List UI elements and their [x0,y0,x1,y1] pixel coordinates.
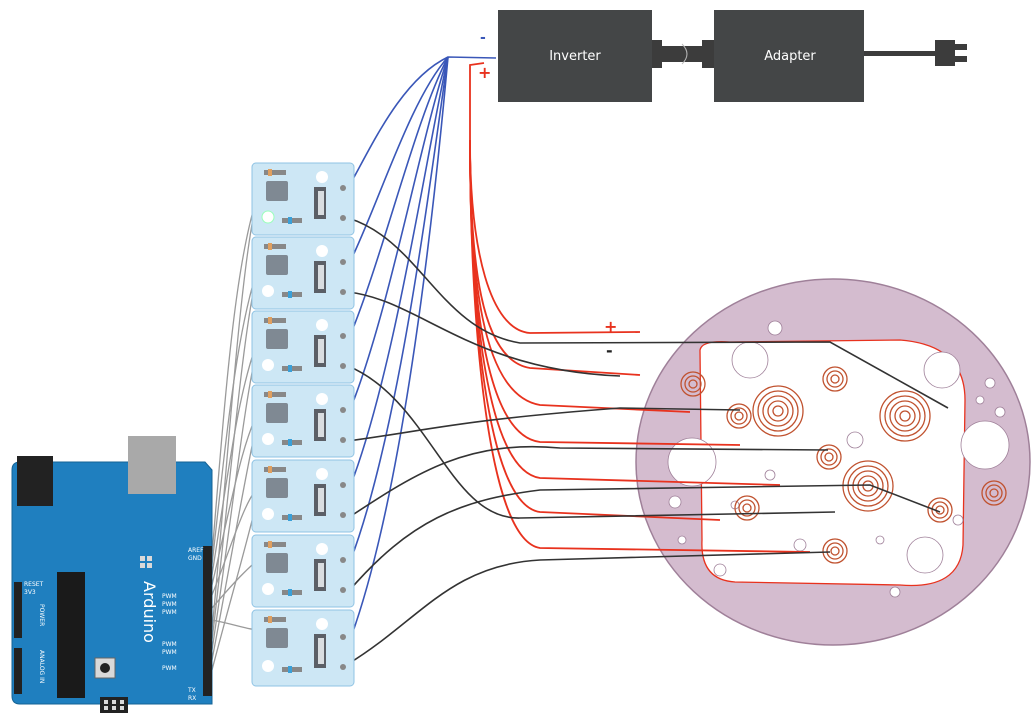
plug [935,40,955,66]
inverter-label: Inverter [549,49,601,64]
analog-in-label: ANALOG IN [38,650,45,683]
pwm-label: PWM [162,665,177,672]
pwm-label: PWM [162,641,177,648]
v33-label: 3V3 [24,589,36,596]
power-supply: Inverter Adapter - + [478,10,967,102]
relay-module [251,384,355,458]
relay-module [251,609,355,687]
positive-sign: + [478,63,491,82]
negative-sign: - [480,30,486,46]
heater-disc [635,278,1031,646]
pwm-label: PWM [162,601,177,608]
usb-port [128,436,176,494]
power-jack [17,456,53,506]
adapter [714,10,864,102]
pwm-label: PWM [162,593,177,600]
load-positive-sign: + [604,317,617,336]
negative-wires [347,56,497,641]
rx-label: RX [188,695,196,702]
relay-module [251,534,355,608]
relay-module [251,236,355,310]
gnd-label: GND [188,555,202,562]
reset-label: RESET [24,581,44,588]
microcontroller-chip [57,572,85,698]
load-negative-sign: - [606,341,613,360]
output-wires [347,217,949,665]
pwm-label: PWM [162,609,177,616]
power-label: POWER [38,604,45,626]
pwm-label: PWM [162,649,177,656]
relay-module [251,459,355,533]
connector [652,40,662,68]
relay-modules [251,162,355,687]
relay-module [251,162,355,236]
aref-label: AREF [188,547,204,554]
relay-module [251,310,355,384]
adapter-label: Adapter [764,49,816,64]
positive-wires [469,62,811,553]
arduino-board: Arduino AREF GND PWM PWM PWM PWM PWM PWM… [11,436,213,713]
tx-label: TX [187,687,196,694]
inverter [498,10,652,102]
board-label: Arduino [140,581,159,643]
